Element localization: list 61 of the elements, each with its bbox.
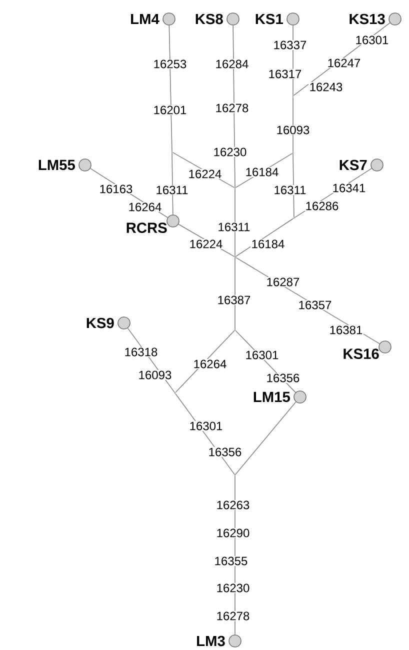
mutation-label: 16201	[152, 104, 188, 116]
node-label: KS7	[340, 160, 367, 170]
mutation-label: 16311	[154, 184, 190, 196]
mutation-label: 16224	[188, 238, 224, 250]
mutation-label: 16253	[152, 58, 188, 70]
mutation-label: 16355	[214, 556, 248, 566]
node-label: RCRS	[126, 222, 167, 233]
node-label: KS1	[256, 14, 283, 24]
mutation-label: 16337	[272, 40, 308, 50]
sample-node: KS1	[256, 12, 300, 26]
node-label: LM4	[131, 14, 160, 24]
mutation-label: 16301	[354, 34, 390, 46]
mutation-label: 16093	[138, 370, 172, 380]
mutation-label: 16278	[216, 610, 250, 622]
sample-node: RCRS	[126, 214, 180, 233]
node-label: KS13	[350, 14, 385, 24]
sample-node: LM15	[254, 390, 306, 404]
mutation-label: 16311	[272, 184, 308, 196]
sample-node: KS16	[344, 340, 392, 359]
mutation-label: 16278	[214, 102, 250, 114]
mutation-label: 16230	[212, 146, 248, 158]
mutation-label: 16093	[276, 124, 310, 136]
mutation-label: 16284	[214, 58, 250, 70]
mutation-label: 16243	[308, 82, 344, 92]
mutation-label: 16290	[216, 528, 250, 538]
mutation-label: 16264	[192, 358, 228, 370]
mutation-label: 16264	[128, 202, 162, 212]
sample-node: LM3	[197, 634, 242, 648]
node-label: KS9	[86, 318, 114, 328]
node-label: LM15	[254, 392, 290, 402]
sample-node: KS9	[86, 316, 130, 330]
mutation-label: 16224	[188, 168, 222, 180]
mutation-label: 16163	[98, 184, 134, 194]
sample-node: LM4	[131, 12, 176, 26]
node-label: LM3	[197, 636, 225, 646]
mutation-label: 16317	[268, 68, 302, 80]
mutation-label: 16356	[266, 372, 300, 384]
mutation-label: 16247	[326, 58, 362, 68]
sample-node: KS13	[350, 12, 402, 26]
mutation-label: 16301	[188, 420, 224, 432]
mutation-label: 16341	[332, 182, 366, 194]
mutation-label: 16356	[208, 446, 242, 458]
sample-node: LM55	[38, 158, 92, 172]
mutation-label: 16184	[244, 166, 280, 178]
mutation-label: 16287	[266, 276, 300, 288]
mutation-label: 16311	[216, 222, 252, 232]
mutation-label: 16184	[250, 238, 286, 250]
mutation-label: 16387	[216, 294, 252, 306]
mutation-label: 16286	[304, 200, 340, 212]
node-label: LM55	[38, 160, 75, 170]
mutation-label: 16357	[298, 300, 332, 310]
sample-node: KS7	[340, 158, 384, 172]
mutation-label: 16301	[244, 350, 280, 360]
mutation-label: 16263	[216, 500, 250, 510]
mutation-label: 16318	[124, 346, 158, 358]
node-label: KS16	[344, 348, 379, 359]
sample-node: KS8	[196, 12, 240, 26]
node-label: KS8	[196, 14, 223, 24]
mutation-label: 16381	[328, 324, 364, 336]
network-line	[235, 402, 296, 475]
mutation-label: 16230	[216, 582, 250, 594]
